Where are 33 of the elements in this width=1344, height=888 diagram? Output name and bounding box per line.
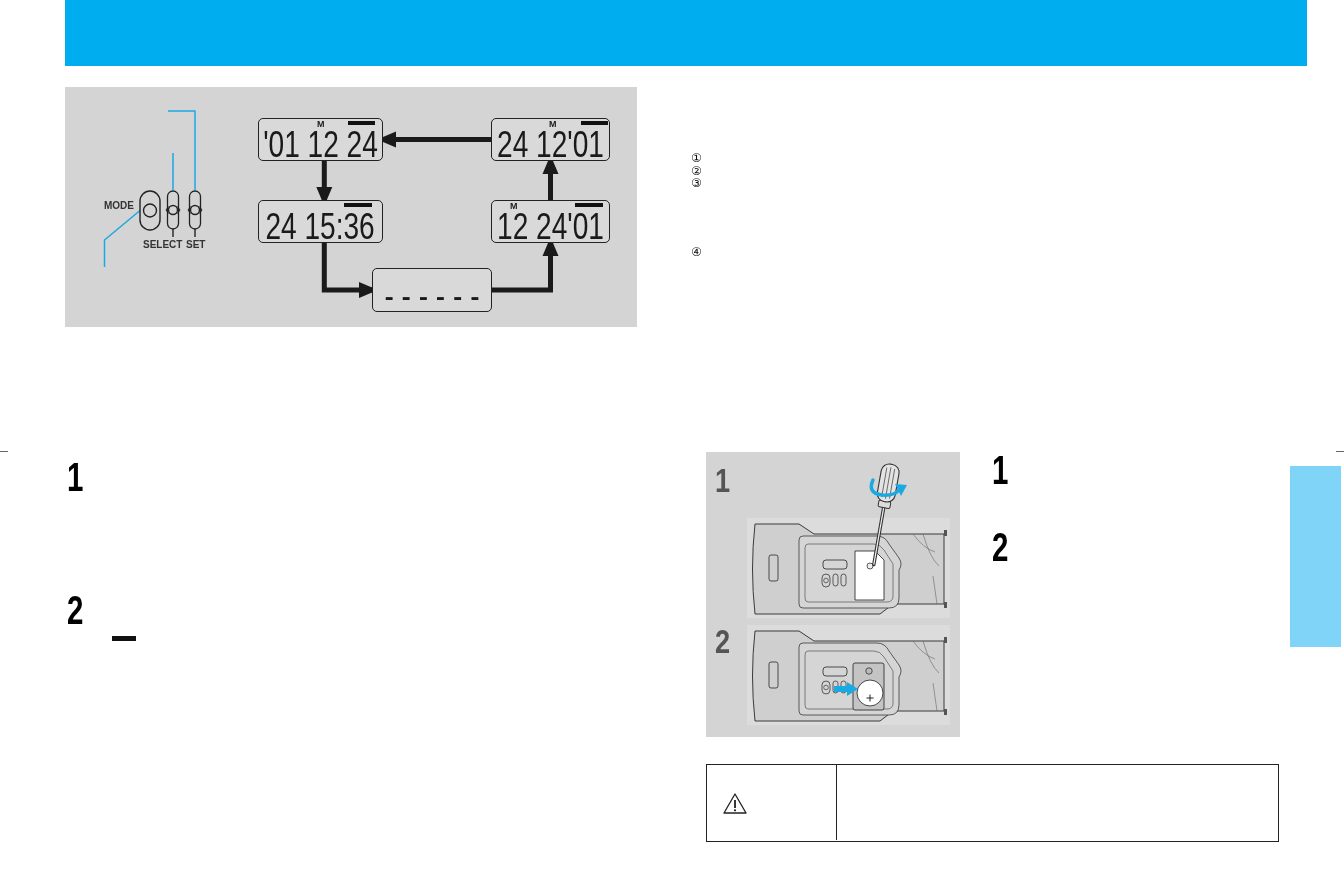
slide-switch xyxy=(165,190,181,238)
list-number: ③ xyxy=(691,177,702,189)
lcd-readout: - - - - - - xyxy=(384,282,480,309)
slide-switch xyxy=(187,190,203,238)
lcd-readout: 24 15:36 xyxy=(265,213,376,240)
step-number: 1 xyxy=(67,462,84,493)
push-button xyxy=(139,190,161,231)
step-number: 2 xyxy=(67,595,84,626)
list-number: ② xyxy=(691,165,702,177)
lcd-display xyxy=(491,118,610,161)
leader-line xyxy=(167,110,196,191)
step-number: 1 xyxy=(715,468,731,494)
lcd-display xyxy=(491,200,610,243)
lcd-display xyxy=(258,118,383,161)
lcd-indicator: M xyxy=(317,120,325,128)
lcd-readout: '01 12 24 xyxy=(263,131,378,158)
list-number: ④ xyxy=(691,246,702,258)
chapter-tab xyxy=(1290,466,1341,647)
control-label: SELECT xyxy=(143,240,183,250)
lcd-indicator: M xyxy=(510,202,518,210)
lcd-readout: 12 24'01 xyxy=(497,213,604,240)
control-label: MODE xyxy=(104,201,134,211)
leader-line xyxy=(103,209,141,268)
lcd-display xyxy=(372,268,492,312)
lcd-display xyxy=(258,200,383,243)
lcd-indicator: M xyxy=(549,120,557,128)
step-number: 2 xyxy=(992,532,1009,563)
control-label: SET xyxy=(186,240,206,250)
step-number: 1 xyxy=(992,455,1009,486)
lcd-readout: 24 12'01 xyxy=(497,131,604,158)
step-number: 2 xyxy=(715,629,731,655)
list-number: ① xyxy=(691,152,702,164)
leader-line xyxy=(172,152,174,191)
